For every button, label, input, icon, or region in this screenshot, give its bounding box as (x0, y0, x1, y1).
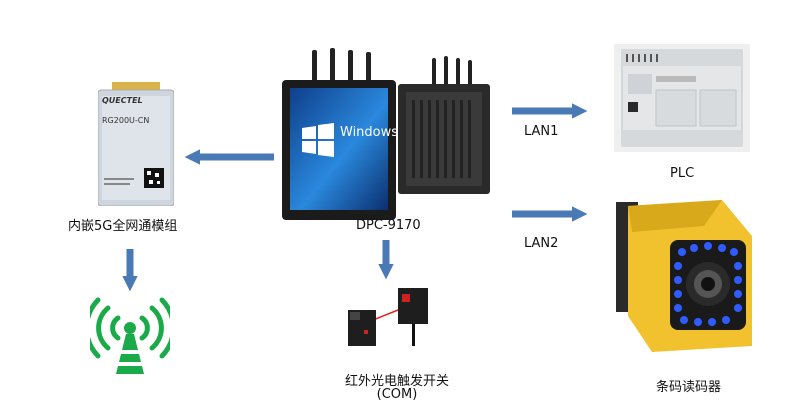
lan1-label: LAN1 (524, 124, 559, 139)
panel-pc-front (280, 48, 400, 228)
plc-device (614, 42, 750, 154)
scanner-label: 条码读码器 (656, 380, 722, 395)
sensor-label-line1: 红外光电触发开关 (344, 374, 449, 389)
sensor-label-line2: (COM) (376, 387, 418, 402)
barcode-scanner (612, 196, 756, 352)
center-device-label: DPC-9170 (356, 218, 421, 233)
panel-pc-back (396, 56, 492, 196)
module-brand: QUECTEL (102, 96, 143, 105)
antenna-signal-icon (90, 296, 170, 376)
photoelectric-sensor (338, 280, 448, 350)
lan2-label: LAN2 (524, 236, 559, 251)
plc-label: PLC (670, 166, 695, 181)
5g-module (98, 82, 174, 206)
module-label: 内嵌5G全网通模组 (68, 219, 178, 234)
module-model: RG200U-CN (102, 116, 150, 125)
